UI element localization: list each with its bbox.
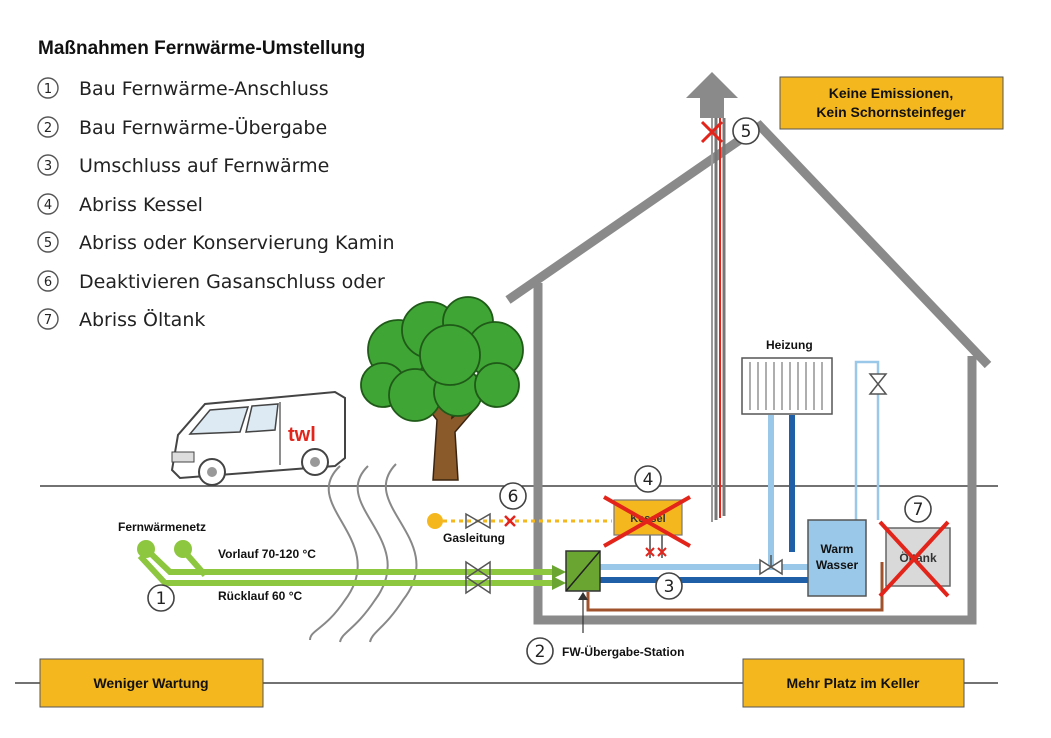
step-text: Umschluss auf Fernwärme [79,155,329,177]
oil-tank: Öltank [885,527,951,587]
radiator-valve-icon [868,373,888,395]
label-ruecklauf: Rücklauf 60 °C [218,589,302,603]
label-fernwaermenetz: Fernwärmenetz [118,520,206,534]
callout-less-maintenance: Weniger Wartung [39,658,264,708]
marker-6: 6 [499,482,527,510]
step-text: Abriss Öltank [79,308,205,331]
network-valve-icon [465,560,491,595]
van-logo: twl [288,424,316,446]
callout-line-1: Keine Emissionen, [829,85,953,101]
step-item-2: 2 Bau Fernwärme-Übergabe [37,116,327,139]
svg-text:1: 1 [156,589,167,609]
label-warm: Warm [821,542,854,556]
step-number: 7 [44,313,52,328]
callout-more-space: Mehr Platz im Keller [742,658,965,708]
chimney-cross-icon [700,120,724,144]
step-number: 4 [44,198,52,213]
step-item-4: 4 Abriss Kessel [37,193,203,216]
callout-line-2: Kein Schornsteinfeger [816,104,966,120]
oil-tank-cross-icon [878,520,950,598]
transfer-station [565,550,601,633]
house-outline [505,120,992,625]
marker-2: 2 [526,637,554,665]
marker-1: 1 [147,584,175,612]
step-text: Bau Fernwärme-Anschluss [79,78,329,100]
step-item-3: 3 Umschluss auf Fernwärme [37,154,329,177]
step-list: 1 Bau Fernwärme-Anschluss 2 Bau Fernwärm… [37,77,395,331]
boiler-cross-icon [603,495,691,548]
svg-text:3: 3 [664,577,675,597]
step-item-5: 5 Abriss oder Konservierung Kamin [37,231,395,254]
label-vorlauf: Vorlauf 70-120 °C [218,547,316,561]
marker-7: 7 [904,495,932,523]
step-item-1: 1 Bau Fernwärme-Anschluss [37,77,329,100]
step-text: Abriss Kessel [79,194,203,216]
callout-no-emissions: Keine Emissionen, Kein Schornsteinfeger [779,76,1004,130]
exhaust-arrow-icon [686,72,738,118]
label-station: FW-Übergabe-Station [562,644,684,659]
label-wasser: Wasser [816,558,859,572]
svg-text:7: 7 [913,500,924,520]
step-text: Deaktivieren Gasanschluss oder [79,271,385,293]
page-title: Maßnahmen Fernwärme-Umstellung [38,38,365,59]
svg-text:6: 6 [508,487,519,507]
callout-text: Mehr Platz im Keller [786,675,920,691]
step-item-7: 7 Abriss Öltank [37,308,205,331]
step-text: Abriss oder Konservierung Kamin [79,232,395,254]
gas-line [427,512,612,530]
marker-4: 4 [634,465,662,493]
step-number: 1 [44,82,52,97]
marker-3: 3 [655,572,683,600]
svg-text:5: 5 [741,122,752,142]
van-illustration: twl [170,390,346,486]
tree-illustration [360,296,524,481]
svg-text:4: 4 [643,470,654,490]
svg-text:2: 2 [535,642,546,662]
callout-text: Weniger Wartung [93,675,208,691]
pipe-valve-icon [759,555,783,576]
soil-curves [309,463,418,643]
gas-cross-icon [504,515,516,527]
step-item-6: 6 Deaktivieren Gasanschluss oder [37,270,385,293]
district-heating-network [137,540,566,590]
chimney [711,118,726,522]
radiator-icon [741,357,833,415]
step-number: 5 [44,236,52,251]
step-number: 6 [44,275,52,290]
step-number: 3 [44,159,52,174]
hot-water-tank: Warm Wasser [807,519,867,597]
pipe-double-cross-icon [645,547,667,557]
label-heizung: Heizung [766,338,813,352]
label-gasleitung: Gasleitung [443,531,505,545]
marker-5: 5 [732,117,760,145]
step-text: Bau Fernwärme-Übergabe [79,116,327,139]
step-number: 2 [44,121,52,136]
